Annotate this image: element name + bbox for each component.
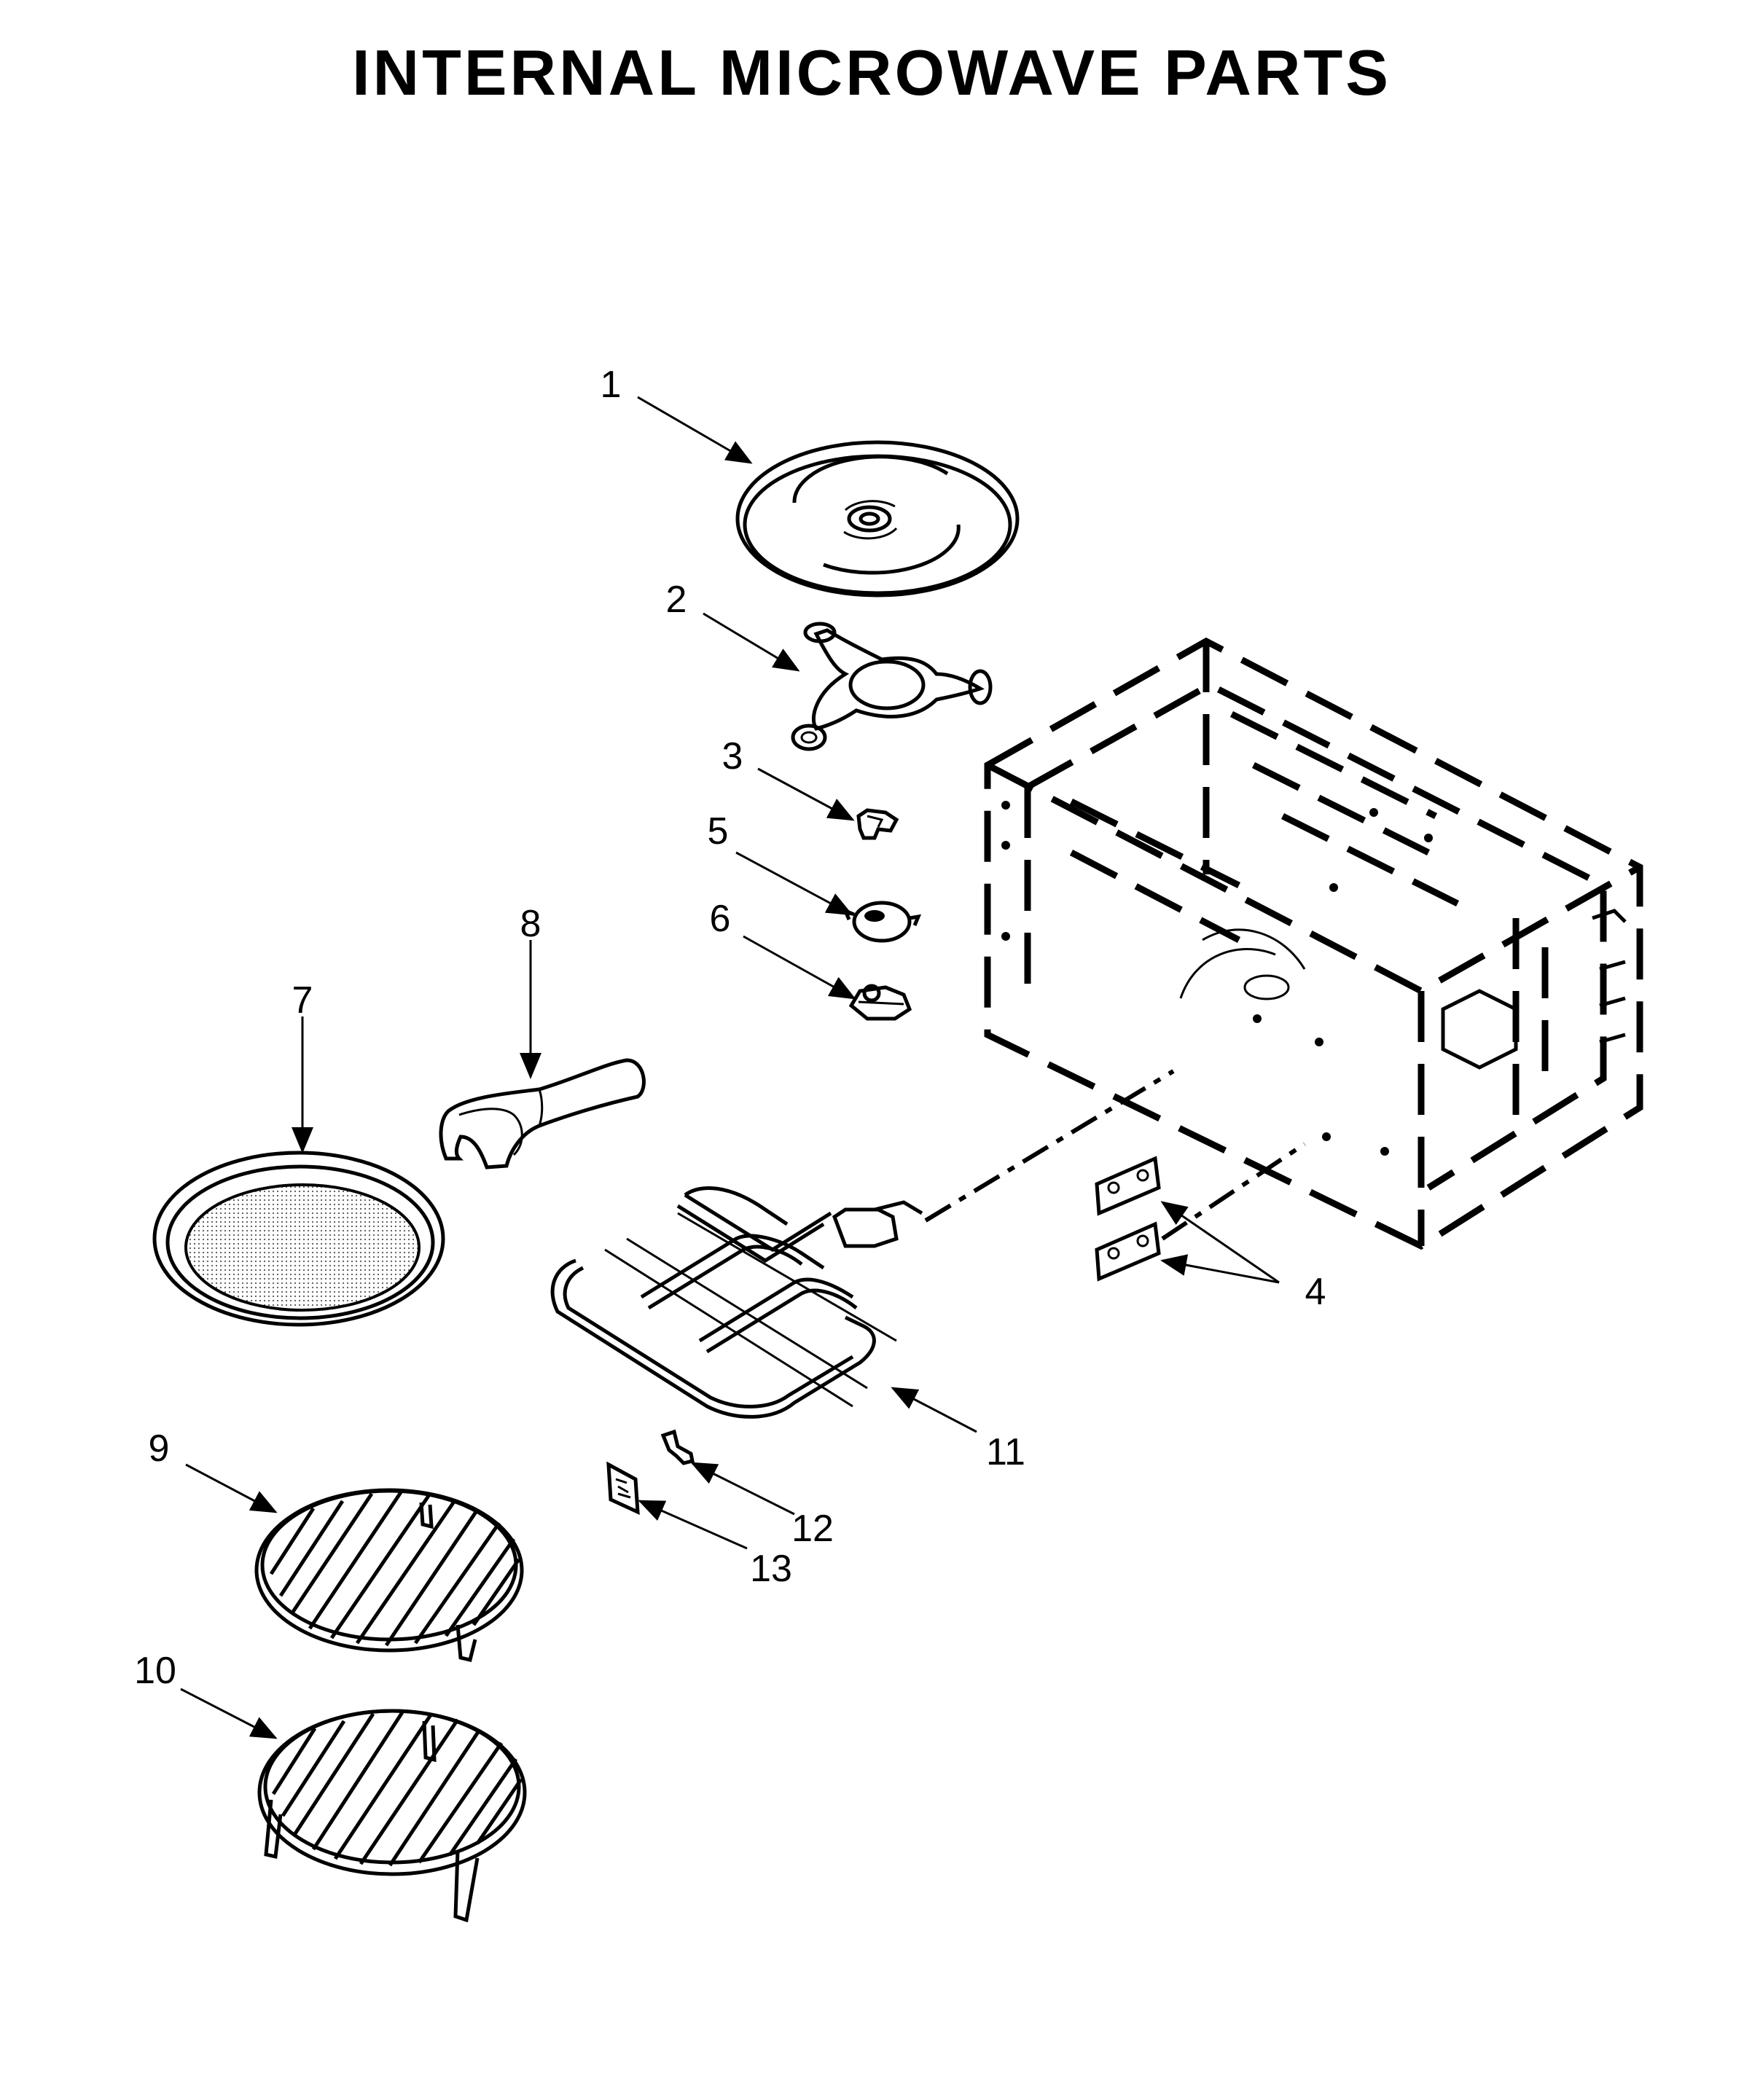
- leader-lines: [180, 396, 1280, 1739]
- callout-3: 3: [722, 735, 743, 777]
- page-title: INTERNAL MICROWAVE PARTS: [352, 36, 1391, 109]
- callout-10: 10: [134, 1650, 176, 1692]
- callout-4: 4: [1305, 1271, 1326, 1313]
- part-4-pads: [1095, 1156, 1161, 1282]
- oven-cavity: [984, 637, 1643, 1250]
- part-12-bracket: [660, 1429, 695, 1465]
- part-9-rack: [254, 1488, 524, 1662]
- callout-5: 5: [708, 810, 729, 853]
- part-5-motor: [842, 901, 922, 943]
- callout-2: 2: [666, 579, 687, 621]
- callout-12: 12: [791, 1508, 834, 1550]
- callout-6: 6: [710, 898, 731, 940]
- callout-8: 8: [520, 903, 541, 945]
- callout-1: 1: [601, 364, 622, 406]
- callout-9: 9: [149, 1427, 170, 1470]
- part-8-crisper-handle: [439, 1058, 646, 1170]
- part-3-coupler: [856, 808, 899, 840]
- part-7-crisper-pan: [152, 1151, 445, 1327]
- callout-13: 13: [750, 1548, 792, 1590]
- part-6-motor: [848, 984, 912, 1021]
- part-13-label: [606, 1461, 640, 1516]
- callout-11: 11: [986, 1431, 1025, 1473]
- part-1-turntable-tray: [735, 440, 1020, 598]
- part-11-heating-element: [550, 1186, 923, 1419]
- part-10-rack: [257, 1709, 527, 1923]
- part-2-roller-support: [791, 622, 993, 751]
- callout-7: 7: [292, 979, 313, 1022]
